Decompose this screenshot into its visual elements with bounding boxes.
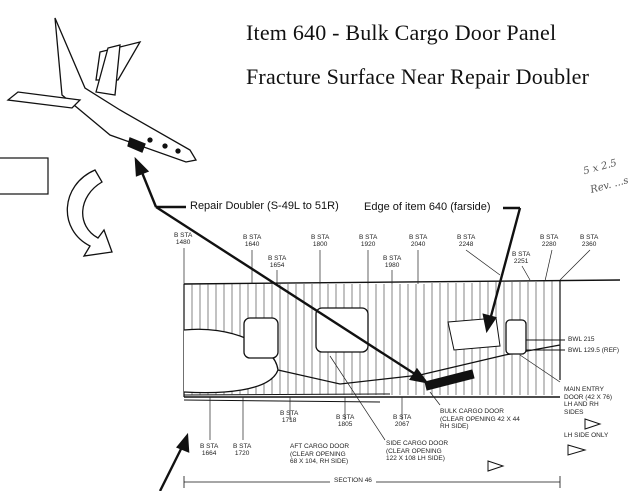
left-box (0, 157, 49, 195)
aft-cargo-door-label: AFT CARGO DOOR (CLEAR OPENING 68 X 104, … (290, 443, 350, 465)
station-label: B STA 2248 (457, 234, 476, 248)
station-label: B STA 1654 (268, 255, 287, 269)
title-line-1: Item 640 - Bulk Cargo Door Panel (246, 20, 557, 45)
station-label: B STA 2251 (512, 251, 531, 265)
station-label: B STA 2280 (540, 234, 559, 248)
station-label: B STA 1805 (336, 414, 355, 428)
main-entry-door-label: MAIN ENTRY DOOR (42 X 76) LH AND RH SIDE… (564, 386, 613, 416)
airplane-icon (6, 17, 198, 163)
triangle-icon (584, 418, 602, 430)
station-label: B STA 2360 (580, 234, 599, 248)
station-label: B STA 1720 (233, 443, 252, 457)
rotation-arrow-icon (66, 169, 113, 257)
bulk-cargo-door-label: BULK CARGO DOOR (CLEAR OPENING 42 X 44 R… (440, 408, 520, 430)
repair-doubler-label: Repair Doubler (S-49L to 51R) (190, 200, 339, 212)
side-cargo-door-label: SIDE CARGO DOOR (CLEAR OPENING 122 X 108… (386, 440, 449, 462)
lh-side-only-label: LH SIDE ONLY (564, 432, 609, 439)
edge-item-label: Edge of item 640 (farside) (364, 201, 491, 213)
station-label: B STA 2040 (409, 234, 428, 248)
repair-doubler-strip (424, 369, 475, 391)
triangle-icon (487, 460, 505, 472)
station-label: B STA 1920 (359, 234, 378, 248)
triangle-icon (567, 444, 587, 456)
station-label: B STA 1980 (383, 255, 402, 269)
station-label: B STA 1664 (200, 443, 219, 457)
aft-cargo-door (243, 317, 279, 359)
title-line-2: Fracture Surface Near Repair Doubler (246, 64, 590, 89)
section-label: SECTION 46 (330, 477, 376, 485)
station-label: B STA 1480 (174, 232, 193, 246)
station-label: B STA 2067 (393, 414, 412, 428)
station-label: B STA 1800 (311, 234, 330, 248)
bwl-215-label: BWL 215 (568, 336, 595, 343)
station-label: B STA 1640 (243, 234, 262, 248)
main-entry-door (505, 319, 527, 355)
station-label: B STA 1718 (280, 410, 299, 424)
callout-arrows (134, 156, 522, 491)
bwl-129-label: BWL 129.5 (REF) (568, 347, 620, 354)
